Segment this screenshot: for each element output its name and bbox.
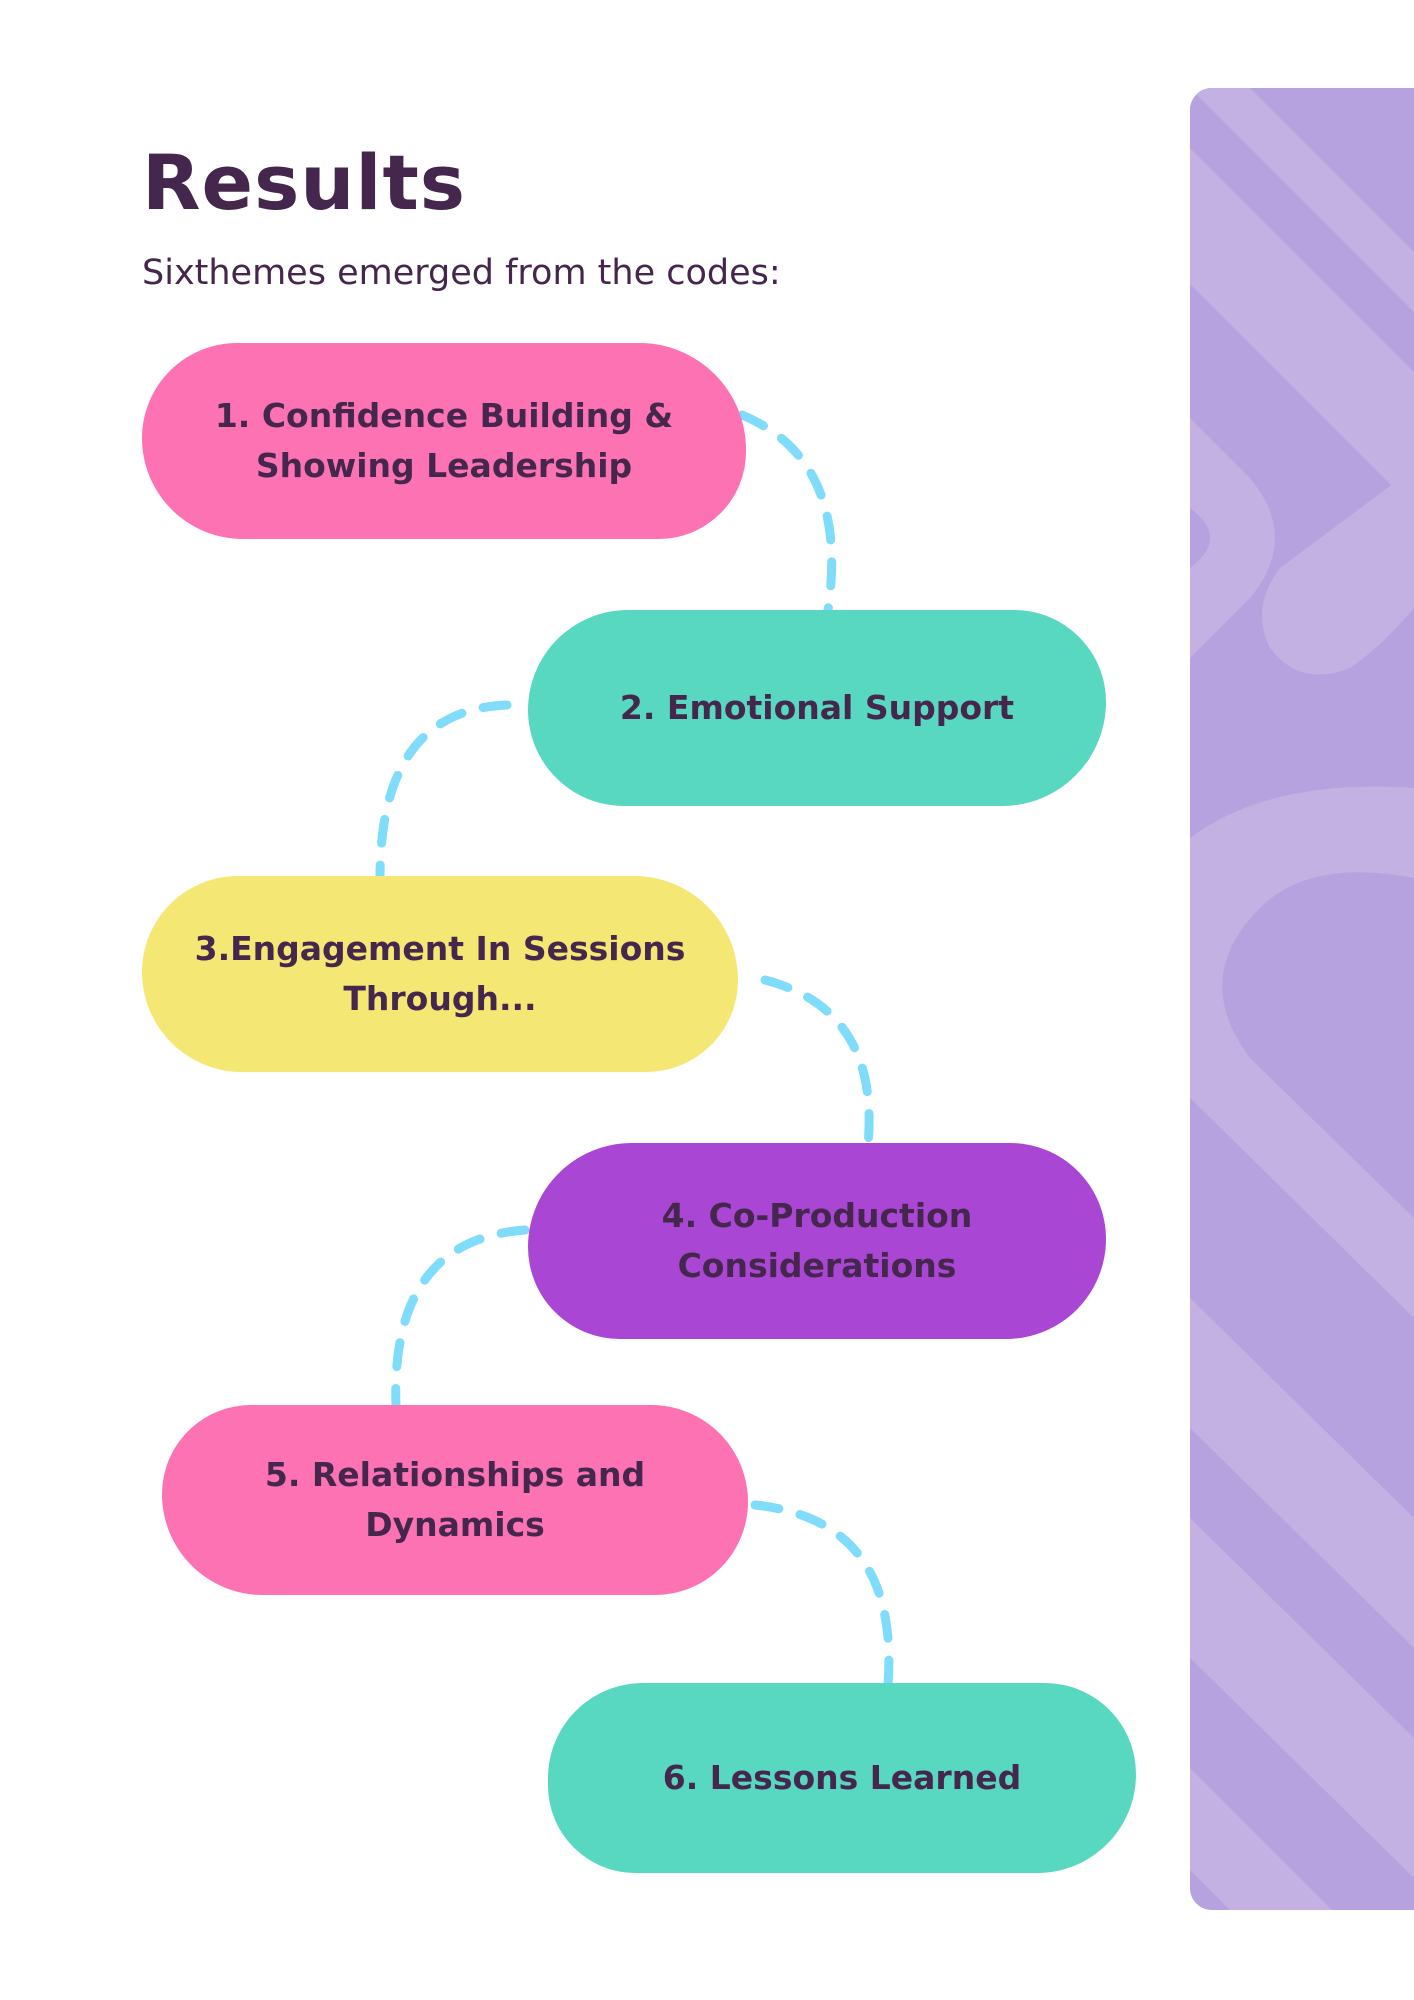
- panel-curve-2: [1262, 468, 1414, 675]
- theme-5-label-line2: Dynamics: [365, 1505, 545, 1544]
- panel-curve-1: [1190, 418, 1275, 658]
- theme-6-label-line1: 6. Lessons Learned: [662, 1758, 1022, 1797]
- connector-1-2: [737, 410, 837, 615]
- page-title: Results: [142, 138, 467, 227]
- side-panel-pattern: [1190, 88, 1414, 1910]
- connector-2-3: [375, 700, 512, 883]
- panel-stripe-4: [1190, 1518, 1414, 1878]
- theme-3-label-line2: Through...: [343, 979, 537, 1018]
- panel-curve-3: [1190, 786, 1414, 1318]
- theme-2-emotional-support: 2. Emotional Support: [528, 610, 1106, 806]
- connector-4-5: [391, 1225, 530, 1412]
- page-subtitle: Sixthemes emerged from the codes:: [142, 253, 781, 293]
- panel-stripe-1: [1190, 88, 1414, 312]
- theme-5-relationships-and-dynamics: 5. Relationships and Dynamics: [162, 1405, 748, 1595]
- theme-1-confidence-building: 1. Confidence Building & Showing Leaders…: [142, 343, 746, 539]
- theme-4-label-line2: Considerations: [677, 1246, 957, 1285]
- theme-4-co-production: 4. Co-Production Considerations: [528, 1143, 1106, 1339]
- panel-stripe-5: [1190, 1768, 1332, 1910]
- connector-5-6: [750, 1500, 894, 1690]
- theme-2-label-line1: 2. Emotional Support: [619, 688, 1015, 727]
- theme-4-label-line1: 4. Co-Production: [661, 1196, 973, 1235]
- panel-stripe-2: [1190, 148, 1414, 508]
- theme-6-lessons-learned: 6. Lessons Learned: [548, 1683, 1136, 1873]
- connector-3-4: [760, 975, 874, 1150]
- theme-1-label-line2: Showing Leadership: [255, 446, 633, 485]
- decorative-side-panel: [1190, 88, 1414, 1910]
- theme-5-label-line1: 5. Relationships and: [264, 1455, 646, 1494]
- theme-3-label-line1: 3.Engagement In Sessions: [194, 929, 686, 968]
- theme-1-label-line1: 1. Confidence Building &: [214, 396, 674, 435]
- panel-stripe-3: [1190, 1298, 1414, 1648]
- theme-3-engagement-in-sessions: 3.Engagement In Sessions Through...: [142, 876, 738, 1072]
